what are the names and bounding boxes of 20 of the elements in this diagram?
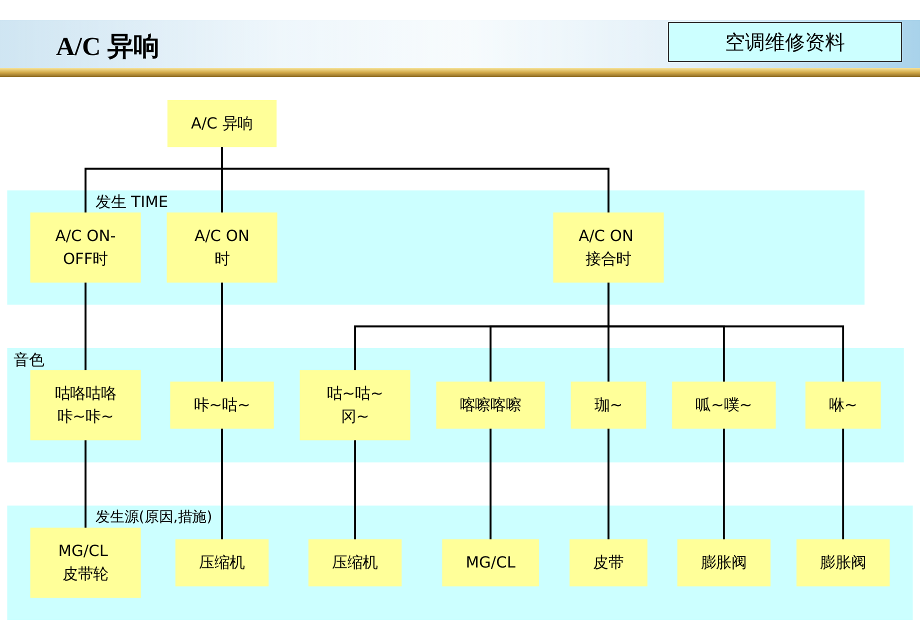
header-tag: 空调维修资料 <box>668 22 902 62</box>
text-box: MG/CL <box>442 539 539 586</box>
text-box: 喀嚓喀嚓 <box>436 382 545 429</box>
text-box: 膨胀阀 <box>796 539 890 586</box>
text-box: 压缩机 <box>175 539 269 586</box>
text-box: 咕咯咕咯咔~咔~ <box>30 370 141 440</box>
text-box: 咔~咕~ <box>170 382 274 429</box>
text-box: 咕~咕~冈~ <box>300 370 410 440</box>
text-box: A/C ON 接合时 <box>553 212 664 283</box>
text-box: A/C ON时 <box>166 212 278 283</box>
text-box: 膨胀阀 <box>677 539 771 586</box>
page-title: A/C 异响 <box>56 31 160 63</box>
text-box: A/C ON-OFF时 <box>30 212 141 283</box>
text-box: 压缩机 <box>308 539 402 586</box>
text-box: 珈~ <box>570 382 646 429</box>
text-box: A/C 异响 <box>167 100 277 148</box>
text-box: 呱~噗~ <box>672 382 776 429</box>
text-box: MG/CL 皮带轮 <box>30 528 141 598</box>
text-box: 咻~ <box>805 382 881 429</box>
text-box: 皮带 <box>570 539 648 586</box>
